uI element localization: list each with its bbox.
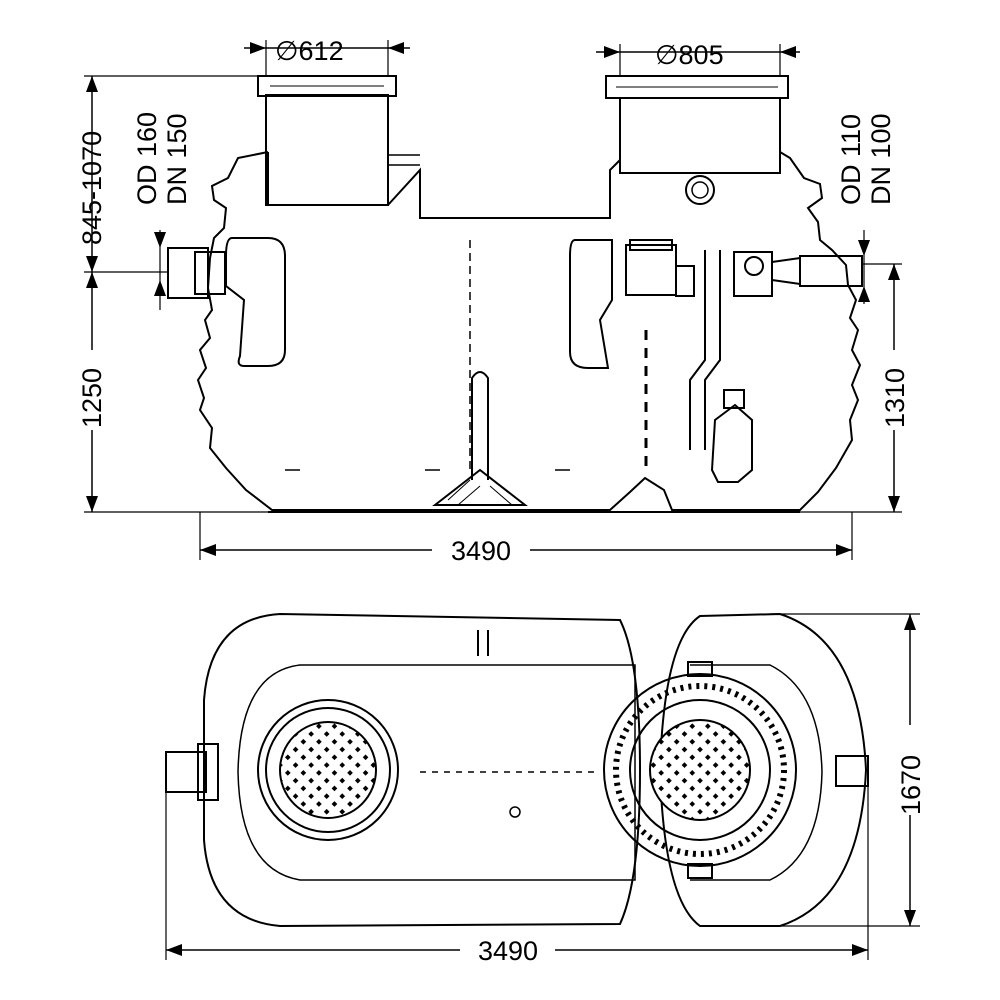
center-support: [432, 468, 528, 506]
top-right-lobe: [658, 612, 868, 927]
pump-body: [710, 403, 753, 483]
plan-outlet-pipe: [835, 755, 869, 787]
right-manhole-inner: [629, 699, 771, 841]
inlet-dn-label: DN 150: [162, 113, 192, 205]
height-outlet-label: 1310: [880, 368, 910, 428]
plan-inlet-pipe: [165, 751, 207, 793]
dia-right-label: ∅805: [655, 40, 724, 70]
top-inner-right: [690, 664, 823, 881]
dim-1250-gap: [80, 350, 104, 430]
outlet-baffle: [569, 239, 613, 369]
outlet-dn-label: DN 100: [866, 113, 896, 205]
float-switch: [675, 265, 695, 297]
right-manhole-ring: [603, 673, 797, 867]
dim-1310-gap: [882, 350, 906, 430]
valve-wheel: [744, 256, 764, 276]
inlet-pipe: [167, 247, 209, 299]
support-hatch-1: [447, 479, 471, 501]
inlet-baffle: [225, 237, 286, 367]
control-box: [625, 244, 677, 296]
dim-1670-gap: [898, 725, 922, 815]
outlet-pipe: [799, 255, 863, 287]
center-tube: [471, 371, 489, 480]
riser-pipe: [689, 250, 721, 450]
outlet-arrow-top: [858, 240, 870, 256]
right-manhole-tab-bottom: [687, 863, 713, 879]
dim-arrow-612-left: [250, 42, 266, 54]
dim-arrow-1250-bottom: [86, 496, 98, 512]
outlet-fitting: [771, 256, 801, 286]
vent-opening-inner: [691, 181, 709, 199]
dia-left-label: ∅612: [275, 36, 344, 66]
pump-motor: [723, 389, 745, 409]
dim-arrow-612-right: [388, 42, 404, 54]
top-length-label: 3490: [478, 936, 538, 966]
height-inlet-label: 1250: [77, 368, 107, 428]
top-width-label: 1670: [896, 755, 926, 815]
support-hatch-2: [457, 485, 481, 506]
left-shaft-frame: [257, 75, 397, 97]
top-dimensions: 1670 3490: [165, 613, 926, 966]
right-manhole-frame: [613, 683, 787, 857]
inlet-arrow-top: [154, 232, 166, 248]
dim-arrow-1670-bottom: [904, 910, 916, 926]
plan-center-hole: [509, 806, 521, 818]
dim-arrow-845-top: [86, 76, 98, 92]
dim-arrow-3490-top-left: [166, 944, 182, 956]
support-hatch-3: [489, 485, 513, 506]
dim-arrow-805-left: [604, 46, 620, 58]
control-box-top: [629, 239, 673, 251]
left-manhole-frame: [265, 707, 391, 833]
side-view: [167, 75, 863, 513]
right-manhole-tab-top: [687, 661, 713, 677]
dim-arrow-3490-side-right: [836, 544, 852, 556]
outlet-od-label: OD 110: [836, 114, 866, 205]
dim-arrow-1310-top: [888, 264, 900, 280]
dim-arrow-1310-bottom: [888, 496, 900, 512]
top-view: [165, 612, 869, 928]
dim-arrow-1670-top: [904, 614, 916, 630]
right-shaft: [619, 97, 781, 174]
left-shaft-flange: [388, 154, 420, 166]
side-dimensions: ∅612 ∅805 845-1070 1250 OD 160 DN 150: [77, 36, 910, 566]
left-shaft: [265, 94, 389, 206]
height-cover-label: 845-1070: [77, 131, 107, 245]
right-shaft-frame: [605, 75, 789, 99]
dim-arrow-3490-side-left: [200, 544, 216, 556]
vent-opening: [685, 175, 715, 205]
plan-inlet-collar: [197, 743, 219, 801]
dim-arrow-3490-top-right: [852, 944, 868, 956]
inlet-od-label: OD 160: [132, 112, 162, 205]
left-manhole-grate: [279, 721, 377, 819]
top-inner-outline: [237, 664, 636, 881]
inlet-arrow-bottom: [154, 280, 166, 296]
dim-arrow-845-bottom: [86, 256, 98, 272]
dim-arrow-1250-top: [86, 272, 98, 288]
tank-top-deck: [267, 152, 621, 219]
outlet-arrow-bottom: [858, 286, 870, 302]
top-left-lobe: [203, 612, 642, 928]
right-manhole-grate: [649, 719, 751, 821]
dim-arrow-805-right: [780, 46, 796, 58]
side-length-label: 3490: [451, 536, 511, 566]
left-manhole-ring: [257, 699, 399, 841]
